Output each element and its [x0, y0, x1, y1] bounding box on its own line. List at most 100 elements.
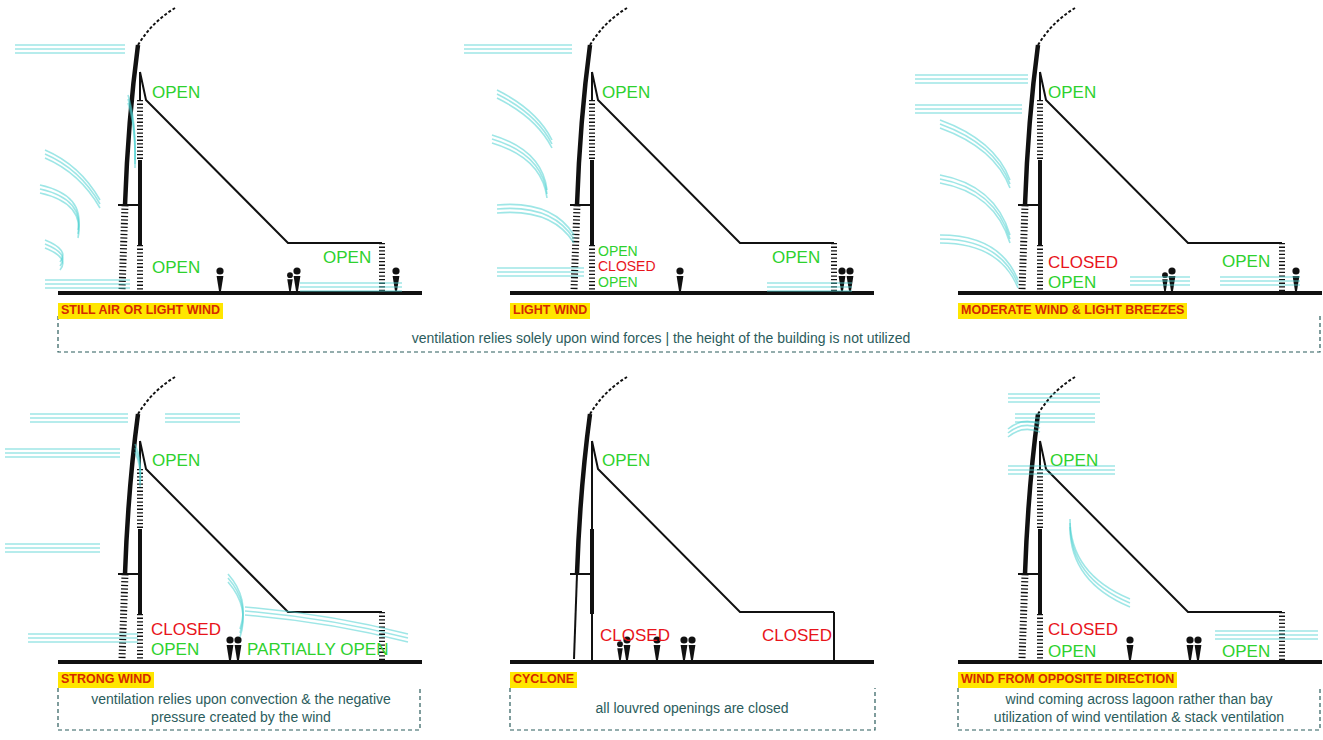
floor-link — [1018, 573, 1040, 575]
building-section — [58, 8, 422, 293]
inner-louvre-closed — [591, 469, 593, 529]
person-figure — [234, 636, 241, 660]
wind-stream — [45, 240, 63, 262]
person-figure — [680, 636, 687, 660]
caption-bracket — [58, 316, 1320, 352]
open-status: OPEN — [1048, 84, 1096, 103]
wind-stream — [464, 52, 572, 54]
open-status: OPEN — [152, 452, 200, 471]
wind-stream — [1008, 393, 1100, 395]
roof-line — [1040, 441, 1282, 612]
outer-wall-extension — [138, 8, 175, 45]
scenario-title: LIGHT WIND — [510, 303, 590, 319]
outer-wall — [1025, 45, 1038, 205]
open-status: OPEN — [1048, 274, 1096, 293]
wind-stream — [767, 290, 852, 292]
closed-status: CLOSED — [1048, 254, 1118, 273]
wind-stream — [165, 421, 240, 423]
roof-line — [592, 72, 834, 243]
wind-stream — [45, 158, 100, 208]
wind-stream — [940, 179, 1010, 239]
wind-stream — [1008, 473, 1115, 475]
inner-louvre-closed — [591, 614, 593, 661]
wind-stream — [1220, 276, 1300, 278]
wind-stream — [5, 452, 120, 454]
wind-stream — [492, 143, 547, 198]
wind-stream — [300, 286, 402, 288]
caption-bracket — [510, 688, 875, 730]
person-figure — [1168, 267, 1175, 291]
person-figure — [226, 636, 233, 660]
caption-bracket — [958, 688, 1320, 730]
wind-stream — [767, 286, 852, 288]
open-status: OPEN — [1048, 643, 1096, 662]
wind-stream — [1070, 523, 1130, 603]
floor-link — [570, 573, 592, 575]
person-figure — [287, 272, 293, 291]
building-section — [510, 377, 874, 662]
outer-louvre — [1022, 205, 1025, 290]
end-louvre-closed — [833, 612, 835, 662]
wind-stream — [28, 633, 138, 635]
wind-stream — [915, 82, 1028, 84]
inner-wall — [138, 160, 142, 245]
wind-stream — [915, 112, 1022, 114]
ground-line — [510, 660, 874, 664]
inner-louvre — [1037, 614, 1043, 661]
outer-louvre — [574, 205, 577, 290]
closed-status: CLOSED — [762, 627, 832, 646]
wind-stream — [15, 44, 125, 46]
wind-stream — [464, 44, 572, 46]
roof-line — [1040, 72, 1282, 243]
wind-stream — [300, 282, 402, 284]
wind-stream — [45, 287, 130, 289]
building-section — [510, 8, 874, 293]
person-figure — [1292, 267, 1299, 291]
wind-stream — [915, 104, 1022, 106]
wind-stream — [915, 108, 1022, 110]
person-figure — [1126, 636, 1133, 660]
person-figure — [1186, 636, 1193, 660]
wind-stream — [1130, 280, 1190, 282]
person-figure — [688, 636, 695, 660]
ground-line — [58, 660, 422, 664]
wind-stream — [1015, 417, 1095, 419]
wind-stream — [492, 139, 547, 194]
wind-stream — [135, 452, 140, 487]
caption-note: ventilation relies upon convection & the… — [91, 691, 391, 726]
inner-louvre — [589, 100, 595, 160]
wind-stream — [165, 417, 240, 419]
wind-stream — [40, 193, 79, 238]
wind-stream — [165, 413, 240, 415]
wind-stream — [1130, 284, 1190, 286]
scenario-title: STRONG WIND — [58, 672, 154, 688]
wind-stream — [245, 615, 408, 642]
ground-line — [58, 291, 422, 295]
ground-line — [510, 291, 874, 295]
building-section — [58, 377, 422, 662]
outer-wall-extension — [590, 8, 627, 45]
closed-status: CLOSED — [600, 627, 670, 646]
person-figure — [216, 267, 223, 291]
wind-stream — [940, 183, 1010, 243]
wind-stream — [28, 641, 138, 643]
open-status: OPEN — [602, 84, 650, 103]
caption-note: all louvred openings are closed — [595, 700, 788, 718]
end-louvre — [379, 243, 385, 293]
outer-wall — [1025, 414, 1038, 574]
caption-bracket — [58, 688, 420, 730]
wind-stream — [5, 543, 100, 545]
outer-wall — [577, 45, 590, 205]
wind-stream — [300, 290, 402, 292]
open-status: OPEN — [152, 259, 200, 278]
outer-louvre — [122, 574, 125, 659]
open-status: OPEN — [598, 244, 638, 259]
floor-link — [1018, 204, 1040, 206]
open-status: OPEN — [772, 249, 820, 268]
wind-stream — [5, 456, 120, 458]
inner-louvre — [1037, 245, 1043, 292]
wind-stream — [1070, 527, 1130, 607]
building-section — [958, 377, 1322, 662]
wind-stream — [767, 282, 852, 284]
closed-status: CLOSED — [598, 259, 656, 274]
